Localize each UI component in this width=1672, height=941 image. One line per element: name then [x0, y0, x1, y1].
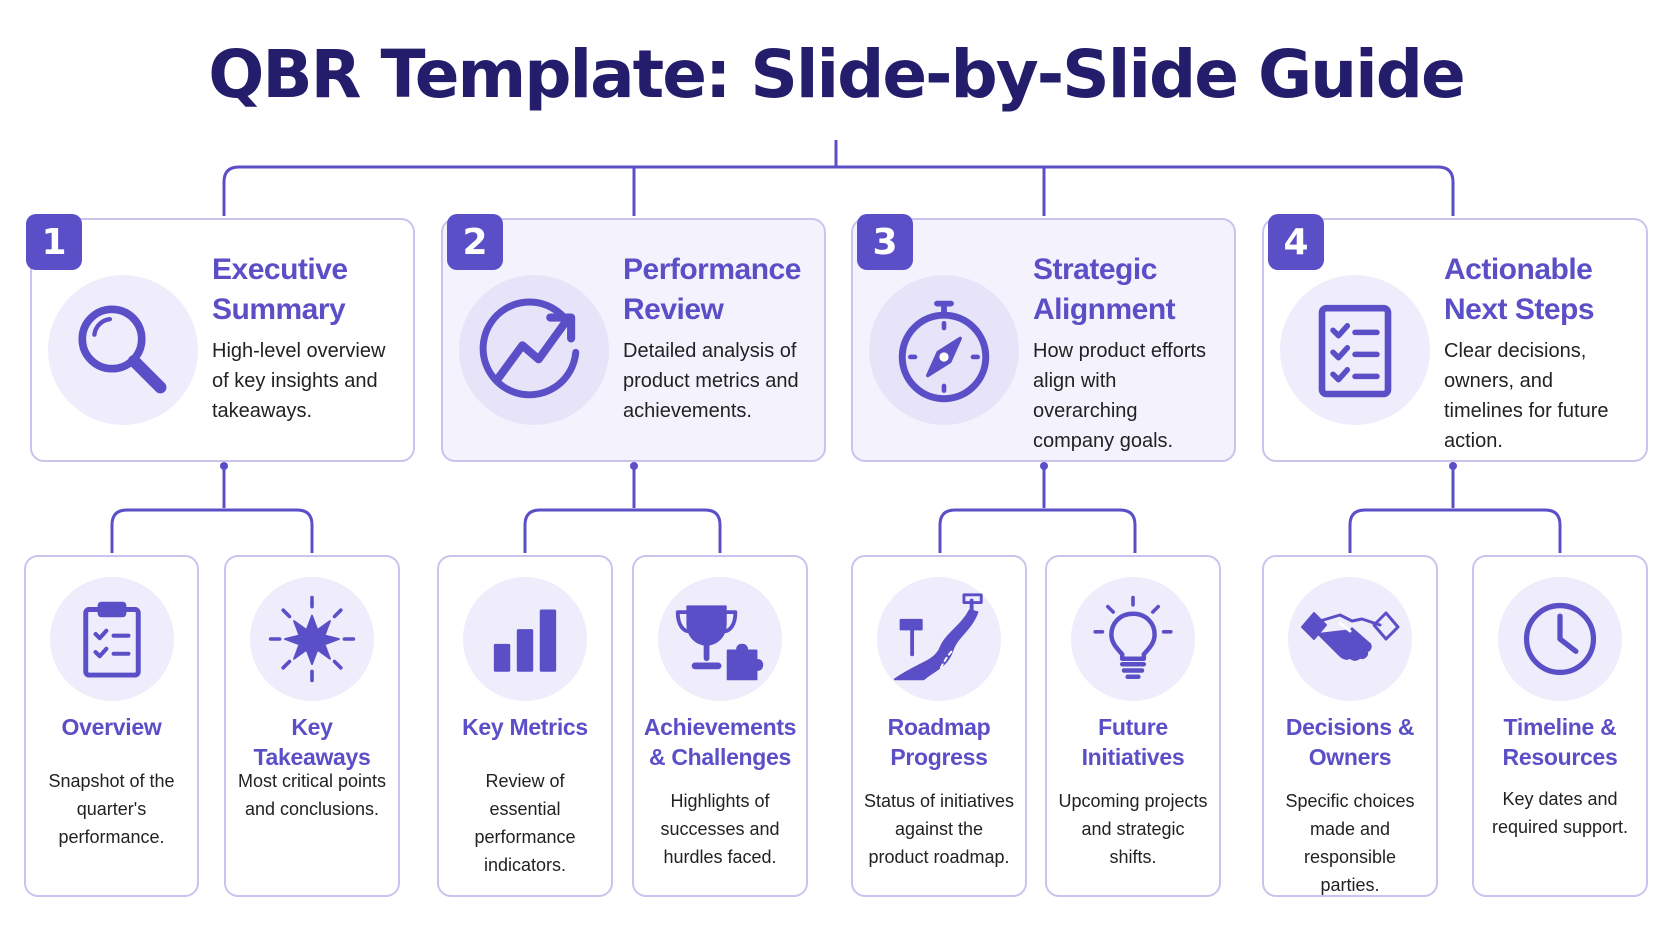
- section-number-badge: 3: [857, 214, 913, 270]
- checklist-icon: [1280, 275, 1430, 425]
- subcard-title: Key Metrics: [462, 714, 588, 740]
- section-card-performance-review: Performance Review Detailed analysis of …: [441, 218, 826, 462]
- subcard-timeline-resources: Timeline & Resources Key dates and requi…: [1472, 555, 1648, 897]
- lightbulb-icon: [1071, 577, 1195, 701]
- subcard-future-initiatives: Future Initiatives Upcoming projects and…: [1045, 555, 1221, 897]
- section-number-badge: 1: [26, 214, 82, 270]
- section-title: Performance Review: [623, 253, 801, 326]
- section-card-strategic-alignment: Strategic Alignment How product efforts …: [851, 218, 1236, 462]
- page-title: QBR Template: Slide-by-Slide Guide: [208, 36, 1465, 113]
- clipboard-checklist-icon: [50, 577, 174, 701]
- subcard-overview: Overview Snapshot of the quarter's perfo…: [24, 555, 199, 897]
- subcard-key-metrics: Key Metrics Review of essential performa…: [437, 555, 613, 897]
- subcard-description: Highlights of successes and hurdles face…: [660, 791, 780, 867]
- section-card-executive-summary: Executive Summary High-level overview of…: [30, 218, 415, 462]
- subcard-roadmap-progress: Roadmap Progress Status of initiatives a…: [851, 555, 1027, 897]
- road-signpost-icon: [877, 577, 1001, 701]
- subcard-description: Key dates and required support.: [1491, 789, 1629, 837]
- subcard-description: Review of essential performance indicato…: [474, 771, 576, 875]
- trophy-puzzle-icon: [658, 577, 782, 701]
- subcard-key-takeaways: Key Takeaways Most critical points and c…: [224, 555, 400, 897]
- section-number-badge: 2: [447, 214, 503, 270]
- section-description: How product efforts align with overarchi…: [1033, 340, 1207, 452]
- subcard-title: Future Initiatives: [1081, 714, 1185, 770]
- compass-icon: [869, 275, 1019, 425]
- subcard-description: Most critical points and conclusions.: [237, 771, 387, 819]
- section-title: Executive Summary: [212, 253, 348, 326]
- subcard-achievements-challenges: Achievements & Challenges Highlights of …: [632, 555, 808, 897]
- subcard-title: Achievements & Challenges: [643, 714, 797, 770]
- section-number-badge: 4: [1268, 214, 1324, 270]
- section-card-actionable-next-steps: Actionable Next Steps Clear decisions, o…: [1262, 218, 1648, 462]
- subcard-description: Specific choices made and responsible pa…: [1285, 791, 1415, 895]
- clock-icon: [1498, 577, 1622, 701]
- subcard-title: Key Takeaways: [253, 714, 371, 770]
- subcard-title: Roadmap Progress: [887, 714, 991, 770]
- section-description: High-level overview of key insights and …: [212, 340, 386, 422]
- subcard-description: Status of initiatives against the produc…: [863, 791, 1015, 867]
- section-title: Strategic Alignment: [1033, 253, 1176, 326]
- subcard-description: Upcoming projects and strategic shifts.: [1058, 791, 1208, 867]
- handshake-icon: [1288, 577, 1412, 701]
- magnifying-glass-icon: [48, 275, 198, 425]
- bar-chart-icon: [463, 577, 587, 701]
- section-description: Detailed analysis of product metrics and…: [623, 340, 799, 422]
- subcard-title: Decisions & Owners: [1285, 714, 1415, 770]
- section-title: Actionable Next Steps: [1444, 253, 1595, 326]
- subcard-description: Snapshot of the quarter's performance.: [48, 771, 175, 847]
- section-description: Clear decisions, owners, and timelines f…: [1444, 340, 1609, 452]
- subcard-title: Timeline & Resources: [1502, 714, 1618, 770]
- trend-arrow-icon: [459, 275, 609, 425]
- subcard-decisions-owners: Decisions & Owners Specific choices made…: [1262, 555, 1438, 897]
- starburst-icon: [250, 577, 374, 701]
- subcard-title: Overview: [61, 714, 162, 740]
